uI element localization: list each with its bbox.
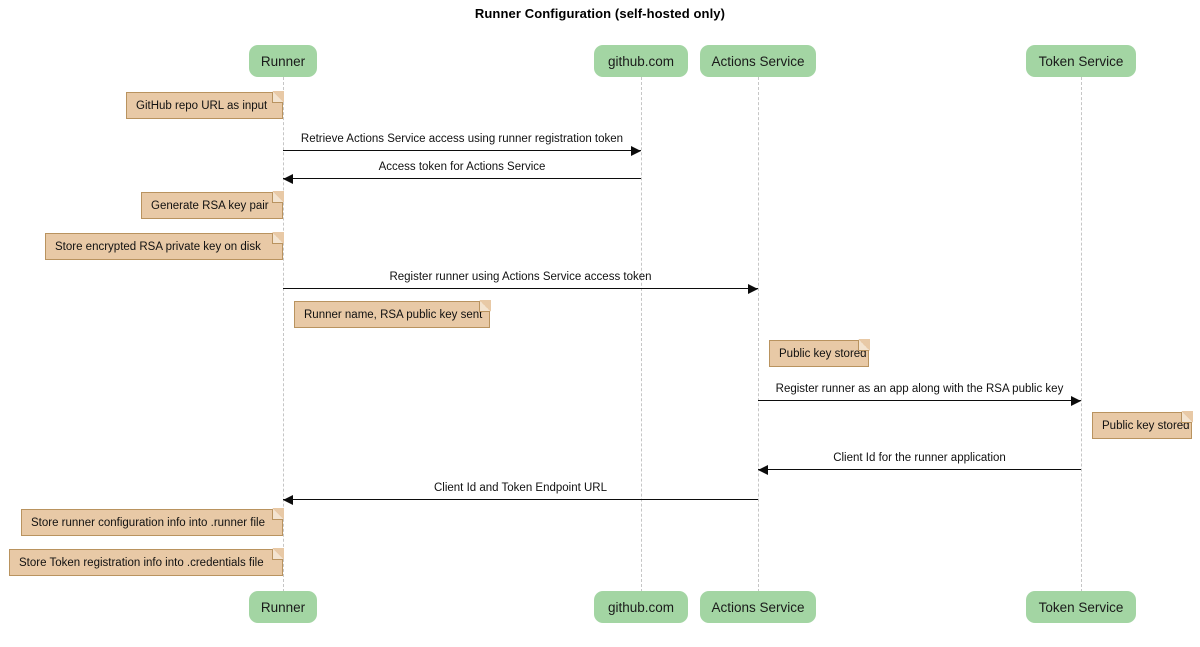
note-fold-icon — [272, 232, 284, 244]
message-arrow-m4 — [758, 396, 1081, 406]
note-github-repo-url: GitHub repo URL as input — [126, 91, 284, 119]
note-generate-rsa-key-pair: Generate RSA key pair — [141, 191, 284, 219]
note-text: GitHub repo URL as input — [136, 99, 268, 112]
message-label-m3: Register runner using Actions Service ac… — [389, 271, 652, 283]
participant-label: github.com — [607, 599, 675, 615]
note-fold-icon — [479, 300, 491, 312]
participant-token-bottom[interactable]: Token Service — [1026, 591, 1136, 623]
participant-label: Token Service — [1038, 53, 1124, 69]
participant-runner-top[interactable]: Runner — [249, 45, 317, 77]
lifeline-runner — [283, 77, 284, 592]
note-text: Public key stored — [779, 347, 867, 360]
participant-runner-bottom[interactable]: Runner — [249, 591, 317, 623]
arrowhead-right-icon — [748, 284, 758, 294]
participant-label: Actions Service — [711, 53, 805, 69]
participant-github-top[interactable]: github.com — [594, 45, 688, 77]
message-label-m6: Client Id and Token Endpoint URL — [433, 482, 608, 494]
note-fold-icon — [272, 548, 284, 560]
note-store-token-registration: Store Token registration info into .cred… — [9, 548, 284, 576]
note-text: Store runner configuration info into .ru… — [31, 516, 265, 529]
note-fold-icon — [1181, 411, 1193, 423]
participant-label: Runner — [260, 599, 306, 615]
note-text: Runner name, RSA public key sent — [304, 308, 483, 321]
message-arrow-m3 — [283, 284, 758, 294]
note-text: Generate RSA key pair — [151, 199, 269, 212]
lifeline-github — [641, 77, 642, 592]
message-label-m5: Client Id for the runner application — [833, 452, 1006, 464]
arrowhead-right-icon — [631, 146, 641, 156]
lifeline-actions — [758, 77, 759, 592]
arrowhead-right-icon — [1071, 396, 1081, 406]
note-public-key-stored-token: Public key stored — [1092, 411, 1193, 439]
lifeline-token — [1081, 77, 1082, 592]
message-arrow-m6 — [283, 495, 758, 505]
message-label-m2: Access token for Actions Service — [378, 161, 546, 173]
arrowhead-left-icon — [758, 465, 768, 475]
participant-token-top[interactable]: Token Service — [1026, 45, 1136, 77]
note-public-key-stored-actions: Public key stored — [769, 339, 870, 367]
arrowhead-left-icon — [283, 495, 293, 505]
message-arrow-m1 — [283, 146, 641, 156]
participant-actions-top[interactable]: Actions Service — [700, 45, 816, 77]
participant-actions-bottom[interactable]: Actions Service — [700, 591, 816, 623]
note-fold-icon — [272, 508, 284, 520]
note-text: Store encrypted RSA private key on disk — [55, 240, 261, 253]
participant-label: Token Service — [1038, 599, 1124, 615]
diagram-title: Runner Configuration (self-hosted only) — [474, 6, 726, 21]
participant-github-bottom[interactable]: github.com — [594, 591, 688, 623]
message-arrow-m5 — [758, 465, 1081, 475]
note-fold-icon — [272, 91, 284, 103]
note-store-encrypted-rsa-key: Store encrypted RSA private key on disk — [45, 232, 284, 260]
arrowhead-left-icon — [283, 174, 293, 184]
note-runner-name-rsa-public-key: Runner name, RSA public key sent — [294, 300, 491, 328]
note-text: Public key stored — [1102, 419, 1190, 432]
note-fold-icon — [272, 191, 284, 203]
note-store-runner-configuration: Store runner configuration info into .ru… — [21, 508, 284, 536]
note-text: Store Token registration info into .cred… — [19, 556, 264, 569]
participant-label: github.com — [607, 53, 675, 69]
participant-label: Actions Service — [711, 599, 805, 615]
message-label-m4: Register runner as an app along with the… — [775, 383, 1064, 395]
participant-label: Runner — [260, 53, 306, 69]
message-label-m1: Retrieve Actions Service access using ru… — [300, 133, 624, 145]
message-arrow-m2 — [283, 174, 641, 184]
note-fold-icon — [858, 339, 870, 351]
